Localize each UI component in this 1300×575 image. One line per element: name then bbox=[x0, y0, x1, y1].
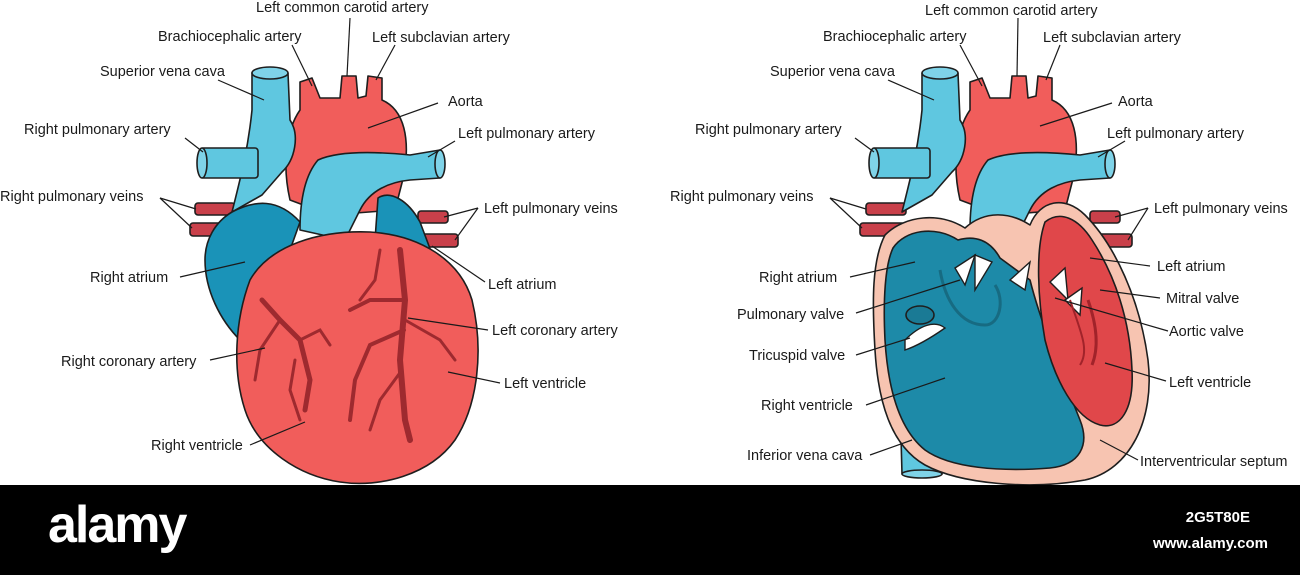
ventricles bbox=[235, 231, 479, 485]
label-right-pulmonary-veins: Right pulmonary veins bbox=[0, 189, 143, 205]
label-right-atrium: Right atrium bbox=[759, 270, 837, 286]
superior-vena-cava bbox=[231, 72, 297, 213]
pulmonary-valve bbox=[954, 253, 977, 287]
label-superior-vena-cava: Superior vena cava bbox=[100, 64, 226, 80]
label-right-ventricle: Right ventricle bbox=[761, 398, 853, 414]
heart-diagrams: Left common carotid artery Brachiocephal… bbox=[0, 0, 1288, 485]
cross-section-heart: Left common carotid artery Brachiocephal… bbox=[670, 3, 1288, 485]
label-left-pulmonary-artery: Left pulmonary artery bbox=[1107, 126, 1245, 142]
label-left-atrium: Left atrium bbox=[488, 277, 557, 293]
label-aorta: Aorta bbox=[448, 94, 484, 110]
label-right-pulmonary-artery: Right pulmonary artery bbox=[695, 122, 842, 138]
label-left-subclavian: Left subclavian artery bbox=[1043, 30, 1182, 46]
image-id: 2G5T80E bbox=[1185, 509, 1250, 526]
pulmonary-valve-cusp bbox=[974, 253, 994, 293]
label-left-common-carotid: Left common carotid artery bbox=[256, 0, 429, 16]
label-superior-vena-cava: Superior vena cava bbox=[770, 64, 896, 80]
label-mitral-valve: Mitral valve bbox=[1166, 291, 1239, 307]
label-right-pulmonary-veins: Right pulmonary veins bbox=[670, 189, 813, 205]
label-left-coronary-artery: Left coronary artery bbox=[492, 323, 618, 339]
label-brachiocephalic: Brachiocephalic artery bbox=[158, 29, 302, 45]
labels-right: Left common carotid artery Brachiocephal… bbox=[670, 3, 1288, 470]
label-aorta: Aorta bbox=[1118, 94, 1154, 110]
label-right-pulmonary-artery: Right pulmonary artery bbox=[24, 122, 171, 138]
label-brachiocephalic: Brachiocephalic artery bbox=[823, 29, 967, 45]
label-aortic-valve: Aortic valve bbox=[1169, 324, 1244, 340]
diagram-canvas: Left common carotid artery Brachiocephal… bbox=[0, 0, 1288, 485]
aortic-valve bbox=[1008, 260, 1032, 292]
external-heart: Left common carotid artery Brachiocephal… bbox=[0, 0, 618, 485]
superior-vena-cava bbox=[901, 72, 967, 213]
label-left-pulmonary-artery: Left pulmonary artery bbox=[458, 126, 596, 142]
mitral-valve bbox=[1048, 266, 1069, 302]
right-atrium bbox=[204, 202, 301, 341]
pulmonary-trunk bbox=[299, 149, 441, 241]
label-right-atrium: Right atrium bbox=[90, 270, 168, 286]
label-left-ventricle: Left ventricle bbox=[1169, 375, 1251, 391]
label-tricuspid-valve: Tricuspid valve bbox=[749, 348, 845, 364]
label-right-ventricle: Right ventricle bbox=[151, 438, 243, 454]
brand-logo: alamy bbox=[48, 496, 187, 554]
valves bbox=[904, 253, 1083, 351]
label-left-subclavian: Left subclavian artery bbox=[372, 30, 511, 46]
label-interventricular-septum: Interventricular septum bbox=[1140, 454, 1287, 470]
label-right-coronary-artery: Right coronary artery bbox=[61, 354, 197, 370]
label-left-common-carotid: Left common carotid artery bbox=[925, 3, 1098, 19]
label-left-pulmonary-veins: Left pulmonary veins bbox=[484, 201, 618, 217]
label-pulmonary-valve: Pulmonary valve bbox=[737, 307, 844, 323]
coronary-arteries bbox=[253, 247, 457, 443]
label-inferior-vena-cava: Inferior vena cava bbox=[747, 448, 863, 464]
left-chambers bbox=[1037, 215, 1133, 427]
leader-lines-left bbox=[159, 17, 501, 446]
watermark-footer: alamy 2G5T80E www.alamy.com bbox=[0, 485, 1300, 575]
label-left-ventricle: Left ventricle bbox=[504, 376, 586, 392]
right-chambers bbox=[883, 230, 1085, 471]
label-left-pulmonary-veins: Left pulmonary veins bbox=[1154, 201, 1288, 217]
label-left-atrium: Left atrium bbox=[1157, 259, 1226, 275]
tricuspid-valve bbox=[904, 323, 947, 351]
leader-lines-right bbox=[829, 17, 1169, 461]
source-url: www.alamy.com bbox=[1152, 535, 1268, 552]
labels-left: Left common carotid artery Brachiocephal… bbox=[0, 0, 618, 454]
